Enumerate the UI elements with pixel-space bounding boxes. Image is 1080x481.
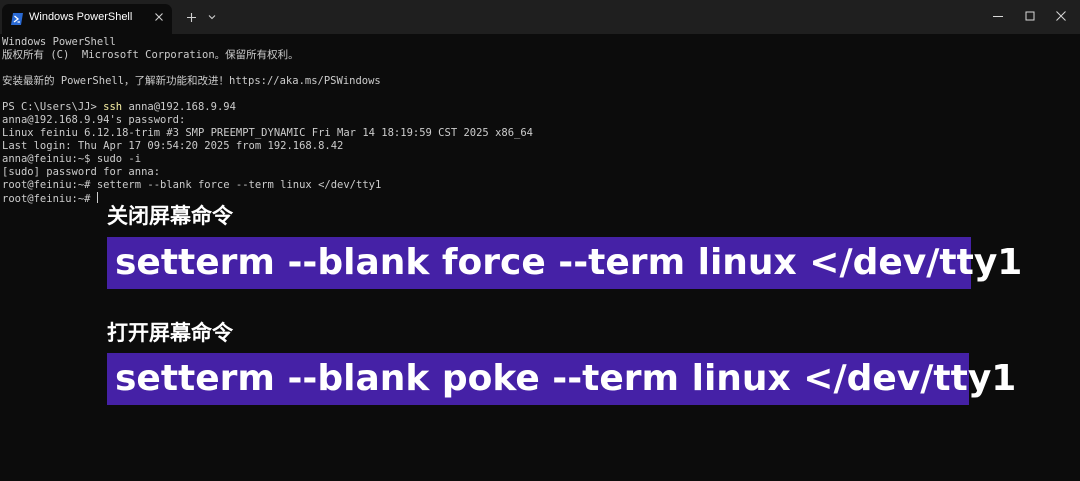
- powershell-icon: [10, 12, 24, 26]
- terminal-line: anna@feiniu:~$ sudo -i: [2, 153, 142, 165]
- close-icon[interactable]: [152, 10, 166, 24]
- command-args: anna@192.168.9.94: [122, 101, 236, 113]
- terminal-line: root@feiniu:~#: [2, 192, 98, 206]
- screen-on-command: setterm --blank poke --term linux </dev/…: [107, 353, 1016, 405]
- terminal-line: root@feiniu:~# setterm --blank force --t…: [2, 179, 382, 191]
- text-cursor: [96, 192, 98, 203]
- terminal-line: anna@192.168.9.94's password:: [2, 114, 186, 126]
- terminal-line: 版权所有 (C) Microsoft Corporation。保留所有权利。: [2, 49, 299, 61]
- close-window-icon[interactable]: [1041, 4, 1080, 28]
- minimize-icon[interactable]: [978, 4, 1018, 28]
- terminal-line: 安装最新的 PowerShell，了解新功能和改进！https://aka.ms…: [2, 75, 381, 87]
- terminal-line: Last login: Thu Apr 17 09:54:20 2025 fro…: [2, 140, 344, 152]
- terminal-line: [sudo] password for anna:: [2, 166, 161, 178]
- title-bar: Windows PowerShell: [0, 0, 1080, 34]
- terminal-output[interactable]: Windows PowerShell 版权所有 (C) Microsoft Co…: [2, 36, 1072, 476]
- terminal-line: PS C:\Users\JJ> ssh anna@192.168.9.94: [2, 101, 236, 114]
- plus-icon[interactable]: [184, 10, 198, 24]
- maximize-icon[interactable]: [1010, 4, 1050, 28]
- tab-windows-powershell[interactable]: Windows PowerShell: [2, 4, 172, 34]
- chevron-down-icon[interactable]: [205, 10, 219, 24]
- terminal-line: Windows PowerShell: [2, 36, 116, 48]
- screen-off-command: setterm --blank force --term linux </dev…: [107, 237, 1022, 289]
- terminal-line: Linux feiniu 6.12.18-trim #3 SMP PREEMPT…: [2, 127, 534, 139]
- screen-off-label: 关闭屏幕命令: [107, 204, 233, 228]
- command-name: ssh: [103, 101, 123, 113]
- screen-on-label: 打开屏幕命令: [107, 321, 233, 345]
- current-prompt: root@feiniu:~#: [2, 193, 97, 205]
- tab-title: Windows PowerShell: [29, 11, 133, 23]
- prompt: PS C:\Users\JJ>: [2, 101, 104, 113]
